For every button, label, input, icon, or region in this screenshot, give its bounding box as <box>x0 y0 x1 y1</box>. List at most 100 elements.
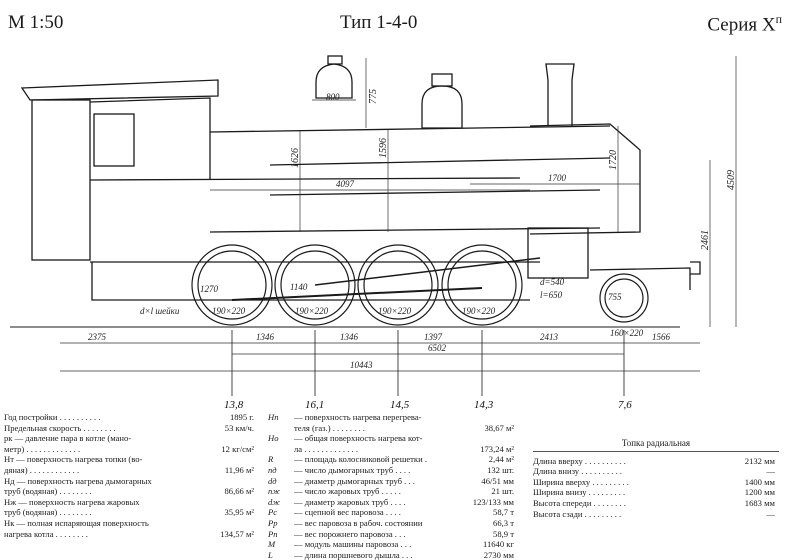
spec-value: 134,57 м² <box>220 528 254 539</box>
dim-1720: 1720 <box>608 150 619 170</box>
dim-bogie-axle: 160×220 <box>610 328 644 338</box>
spec-label: Год постройки . . . . . . . . . . <box>4 412 101 422</box>
spec-row: Pп — вес порожнего паровоза . . . 58,9 т <box>268 529 520 540</box>
spec-value <box>458 412 514 423</box>
spec-symbol: nд <box>268 464 277 475</box>
neck-note: d×l шейки <box>140 306 180 316</box>
spec-value: 132 шт. <box>487 464 514 475</box>
base-dim-6: 1566 <box>652 332 671 342</box>
spec-value: 11,96 м² <box>224 464 254 475</box>
spec-symbol: Hп <box>268 412 279 422</box>
base-dim-2: 1346 <box>256 332 275 342</box>
spec-value <box>190 518 254 529</box>
firebox-title: Топка радиальная <box>533 438 779 452</box>
spec-row: nд — число дымогарных труб . . . . 132 шт. <box>268 465 520 476</box>
spec-label: — общая поверхность нагрева кот- <box>294 433 423 444</box>
journal-4: 190×220 <box>462 306 496 316</box>
dim-front-d: d=540 <box>540 277 565 287</box>
spec-value: 123/133 мм <box>472 496 514 507</box>
dim-front-l: l=650 <box>540 290 563 300</box>
spec-row: труб (водяная) . . . . . . . . 35,95 м² <box>4 507 264 518</box>
spec-label: Hк — полная испаряющая поверхность <box>4 517 149 528</box>
spec-row: M— модуль машины паровоза . . .11640 кг <box>268 539 520 550</box>
spec-value: 58,7 т <box>493 507 514 518</box>
spec-row: Hж — поверхность нагрева жаровых <box>4 497 264 508</box>
firebox-value: — <box>766 466 775 477</box>
spec-value <box>190 433 254 444</box>
spec-row: Hт — поверхность нагрева топки (во- <box>4 454 264 465</box>
firebox-value: 2132 мм <box>744 455 775 466</box>
firebox-row: Высота спереди . . . . . . . .1683 мм <box>533 498 779 509</box>
firebox-row: Длина внизу . . . . . . . . . . — <box>533 466 779 477</box>
axle-load-5: 7,6 <box>618 399 632 410</box>
base-dim-3: 1346 <box>340 332 359 342</box>
dim-1700: 1700 <box>548 173 567 183</box>
spec-value: 86,66 м² <box>224 486 255 497</box>
firebox-row: Ширина вверху . . . . . . . . .1400 мм <box>533 477 779 488</box>
spec-value: 38,67 м² <box>484 422 515 433</box>
spec-label: — модуль машины паровоза . . . <box>294 539 412 550</box>
driving-wheel-3 <box>357 244 439 326</box>
base-dim-1: 2375 <box>88 332 107 342</box>
spec-value: 58,9 т <box>493 528 514 539</box>
scale-label: М 1:50 <box>8 12 64 33</box>
driving-wheel-1 <box>191 244 273 326</box>
specs-left-table: Год постройки . . . . . . . . . .1895 г.… <box>4 412 264 539</box>
spec-label: труб (водяная) . . . . . . . . <box>4 507 92 518</box>
specs-middle-table: Hп— поверхность нагрева перегрева-теля (… <box>268 412 520 560</box>
firebox-value: 1683 мм <box>744 497 775 508</box>
spec-symbol: L <box>268 549 273 560</box>
spec-value: 2730 мм <box>483 549 514 560</box>
spec-label: — число дымогарных труб . . . . <box>294 464 411 475</box>
firebox-value: — <box>766 508 775 519</box>
spec-label: — диаметр дымогарных труб . . . <box>294 475 415 486</box>
spec-row: ла . . . . . . . . . . . . .173,24 м² <box>268 444 520 455</box>
spec-label: теля (газ.) . . . . . . . . <box>294 422 365 433</box>
spec-value <box>190 454 254 465</box>
spec-label: Предельная скорость . . . . . . . . <box>4 422 116 433</box>
leading-wheel <box>599 273 649 323</box>
total-wheelbase: 6502 <box>428 343 447 353</box>
axle-load-4: 14,3 <box>474 399 494 410</box>
spec-label: — вес порожнего паровоза . . . <box>294 528 406 539</box>
spec-value: 53 км/ч. <box>224 422 254 433</box>
dim-1270: 1270 <box>200 284 219 294</box>
dim-dome-height: 775 <box>368 89 379 104</box>
driving-wheel-2 <box>274 244 356 326</box>
dim-axis-height: 2461 <box>700 230 711 250</box>
firebox-value: 1200 мм <box>744 487 775 498</box>
axle-load-arrows <box>231 330 625 396</box>
spec-value <box>190 476 254 487</box>
spec-symbol: Pп <box>268 528 278 539</box>
spec-row: Hд — поверхность нагрева дымогарных <box>4 476 264 487</box>
spec-value: 2,44 м² <box>488 454 514 465</box>
dim-1140: 1140 <box>290 282 308 292</box>
spec-label: метр) . . . . . . . . . . . . . <box>4 443 81 454</box>
spec-symbol: Hо <box>268 433 279 444</box>
axle-load-3: 14,5 <box>390 399 410 410</box>
base-dim-4: 1397 <box>424 332 443 342</box>
firebox-label: Длина внизу . . . . . . . . . . <box>533 466 623 477</box>
spec-value: 35,95 м² <box>224 507 255 518</box>
spec-value: 46/51 мм <box>481 475 514 486</box>
dim-1596: 1596 <box>378 138 389 158</box>
spec-row: dд— диаметр дымогарных труб . . .46/51 м… <box>268 476 520 487</box>
spec-value: 12 кг/см² <box>221 443 254 454</box>
base-dim-5: 2413 <box>540 332 559 342</box>
dim-dome-width: 800 <box>326 92 340 102</box>
spec-label: pк — давление пара в котле (мано- <box>4 433 132 444</box>
spec-label: ла . . . . . . . . . . . . . <box>294 443 358 454</box>
spec-symbol: nж <box>268 486 281 497</box>
firebox-label: Ширина внизу . . . . . . . . . <box>533 487 626 498</box>
spec-value: 66,3 т <box>493 517 514 528</box>
spec-row: Hп— поверхность нагрева перегрева- <box>268 412 520 423</box>
spec-row: nж— число жаровых труб . . . . .21 шт. <box>268 486 520 497</box>
spec-row: Год постройки . . . . . . . . . .1895 г. <box>4 412 264 423</box>
total-length: 10443 <box>350 360 373 370</box>
spec-row: труб (водяная) . . . . . . . .86,66 м² <box>4 486 264 497</box>
spec-label: — диаметр жаровых труб . . . . <box>294 496 406 507</box>
spec-row: pк — давление пара в котле (мано- <box>4 433 264 444</box>
spec-label: нагрева котла . . . . . . . . <box>4 528 88 539</box>
firebox-label: Длина вверху . . . . . . . . . . <box>533 455 626 466</box>
